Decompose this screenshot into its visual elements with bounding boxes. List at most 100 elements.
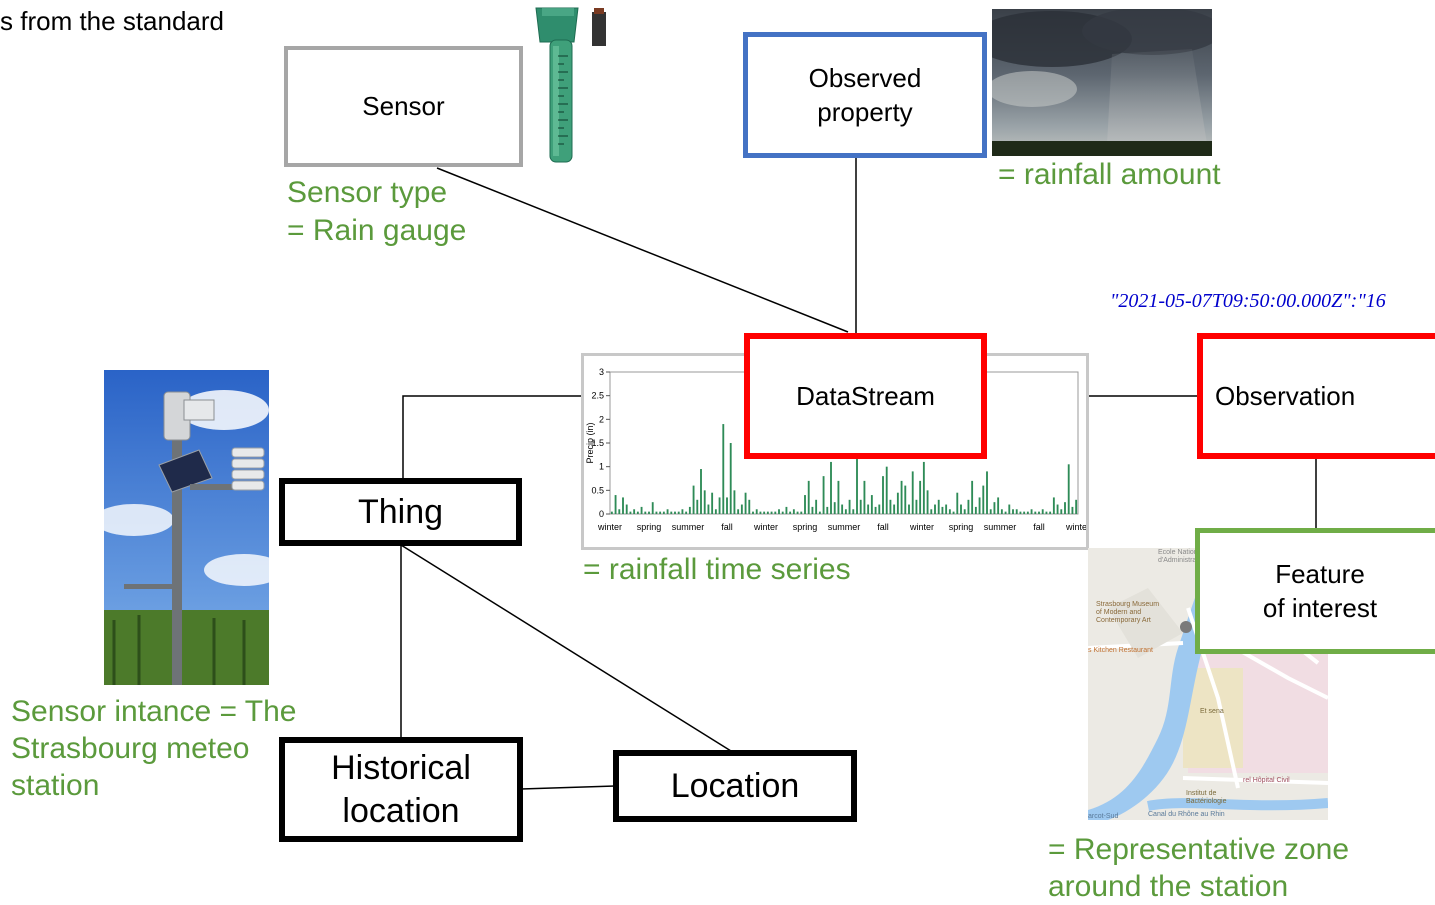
weather-station-image — [104, 370, 269, 685]
precip-bar — [1019, 511, 1022, 514]
precip-bar — [714, 509, 717, 514]
precip-bar — [989, 509, 992, 514]
precip-bar — [636, 511, 639, 514]
precip-bar — [1052, 497, 1055, 514]
precip-bar — [930, 509, 933, 514]
precip-bar — [848, 499, 851, 514]
precip-bar — [830, 461, 832, 514]
precip-bar — [922, 461, 925, 514]
precip-bar — [1045, 511, 1048, 514]
x-tick-label: winter — [1065, 522, 1086, 532]
feature-of-interest-label: Feature of interest — [1262, 559, 1378, 623]
precip-bar — [722, 424, 725, 514]
precip-bar — [986, 471, 988, 514]
historical-location-box[interactable]: Historical location — [279, 737, 523, 842]
precip-bar — [967, 499, 970, 514]
precip-bar — [963, 509, 966, 514]
precip-bar — [685, 511, 688, 514]
precip-bar — [681, 509, 684, 514]
precip-bar — [1012, 509, 1014, 514]
precip-bar — [870, 495, 873, 514]
map-label-arcot: arcot-Sud — [1088, 813, 1118, 820]
x-tick-label: winter — [753, 522, 778, 532]
map-label-et-sena: Et sena — [1200, 708, 1224, 715]
x-tick-label: spring — [793, 522, 818, 532]
precip-bar — [748, 499, 751, 514]
precip-bar — [796, 511, 799, 514]
map-label-restaurant: s Kitchen Restaurant — [1088, 647, 1153, 654]
map-label-hopital: rel Hôpital Civil — [1243, 777, 1290, 784]
precip-bar — [1015, 509, 1018, 514]
precip-bar — [785, 506, 788, 514]
observed-property-box[interactable]: Observed property — [743, 32, 987, 158]
precip-bar — [915, 499, 918, 514]
precip-bar — [662, 511, 665, 514]
precip-bar — [833, 502, 836, 514]
x-tick-label: winter — [597, 522, 622, 532]
x-tick-label: fall — [1033, 522, 1045, 532]
thing-location-line — [400, 544, 732, 752]
rainfall-series-caption: = rainfall time series — [583, 553, 851, 586]
precip-bar — [707, 504, 710, 514]
precip-bar — [651, 502, 654, 514]
observation-box[interactable]: Observation — [1197, 333, 1435, 459]
thing-box[interactable]: Thing — [279, 478, 522, 546]
observation-snippet: "2021-05-07T09:50:00.000Z":"16 — [1110, 290, 1386, 312]
precip-bar — [893, 504, 896, 514]
feature-of-interest-box[interactable]: Feature of interest — [1195, 528, 1435, 654]
precip-bar — [659, 511, 662, 514]
rain-storm-image — [992, 9, 1212, 156]
precip-bar — [960, 504, 962, 514]
sensor-type-caption: Sensor type = Rain gauge — [287, 176, 467, 247]
precip-bar — [863, 480, 866, 514]
x-tick-label: summer — [828, 522, 861, 532]
precip-bar — [644, 511, 647, 514]
precip-bar — [666, 509, 669, 514]
precip-bar — [956, 492, 959, 514]
sensor-box[interactable]: Sensor — [284, 46, 523, 167]
datastream-box[interactable]: DataStream — [744, 333, 987, 459]
precip-bar — [740, 504, 743, 514]
precip-bar — [733, 490, 736, 514]
location-box[interactable]: Location — [613, 750, 857, 822]
precip-bar — [1064, 502, 1066, 514]
rain-gauge-image — [535, 7, 606, 163]
observation-label: Observation — [1215, 380, 1356, 411]
precip-bar — [774, 511, 777, 514]
precip-bar — [826, 506, 829, 514]
precip-bar — [670, 511, 673, 514]
historical-location-line — [520, 785, 616, 790]
precip-bar — [882, 476, 884, 514]
precip-bar — [1026, 511, 1029, 514]
precip-bar — [1071, 506, 1074, 514]
precip-bar — [770, 511, 773, 514]
y-tick-label: 0 — [599, 509, 604, 519]
precip-bar — [792, 509, 795, 514]
precip-bar — [688, 506, 691, 514]
precip-bar — [945, 504, 948, 514]
precip-bar — [1067, 464, 1070, 514]
precip-bar — [789, 511, 792, 514]
precip-bar — [763, 511, 766, 514]
precip-bar — [610, 511, 613, 514]
precip-bar — [993, 502, 996, 514]
precip-bar — [919, 480, 922, 514]
precip-bar — [781, 511, 784, 514]
precip-bar — [711, 492, 714, 514]
precip-bar — [997, 497, 1000, 514]
precip-bar — [818, 511, 821, 514]
sensor-datastream-line — [436, 167, 849, 333]
x-tick-label: fall — [877, 522, 889, 532]
precip-bar — [1004, 511, 1007, 514]
precip-bar — [622, 497, 624, 514]
precip-bar — [1060, 509, 1063, 514]
rainfall-amount-caption: = rainfall amount — [998, 158, 1221, 191]
precip-bar — [908, 504, 910, 514]
precip-bar — [867, 504, 870, 514]
precip-bar — [696, 499, 699, 514]
precip-bar — [640, 506, 643, 514]
precip-bar — [1049, 511, 1052, 514]
